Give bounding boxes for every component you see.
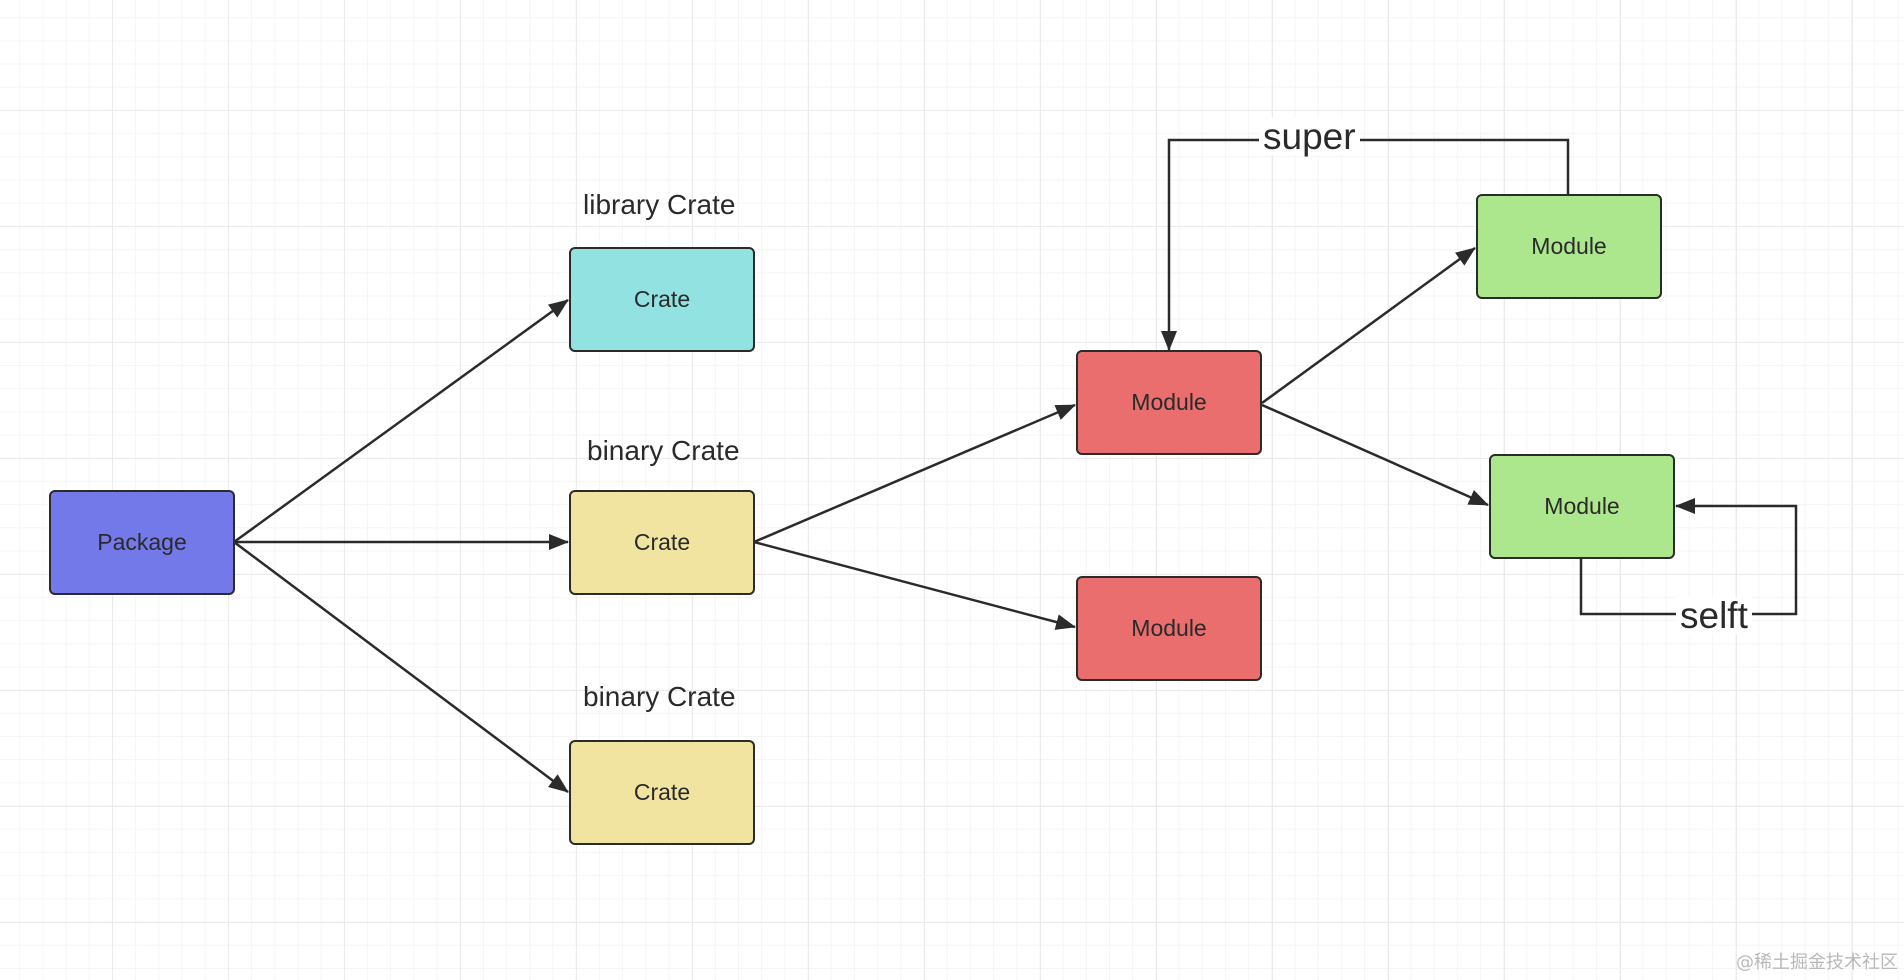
module-node-d[interactable]: Module (1489, 454, 1675, 559)
edge-package-to-library-crate (233, 298, 569, 544)
module-node-c[interactable]: Module (1476, 194, 1662, 299)
edge-module-a-to-module-c (1261, 246, 1476, 405)
binary-crate-label-2: binary Crate (583, 681, 736, 712)
binary-crate-label-1: binary Crate (587, 435, 740, 466)
watermark: @稀土掘金技术社区 (1736, 952, 1898, 973)
edge-self (1579, 498, 1798, 616)
edge-module-a-to-module-d (1261, 403, 1489, 507)
library-crate-node[interactable]: Crate (569, 247, 755, 352)
package-node[interactable]: Package (49, 490, 235, 595)
edge-binary-crate-to-module-b (753, 540, 1076, 630)
edge-package-to-binary-crate-2 (233, 540, 569, 794)
library-crate-label: library Crate (583, 189, 736, 220)
edge-binary-crate-to-module-a (753, 403, 1076, 544)
module-node-a[interactable]: Module (1076, 350, 1262, 455)
super-edge-label: super (1259, 118, 1360, 155)
binary-crate-node-1[interactable]: Crate (569, 490, 755, 595)
edge-super (1161, 138, 1570, 351)
module-node-b[interactable]: Module (1076, 576, 1262, 681)
self-edge-label: selft (1676, 597, 1752, 634)
binary-crate-node-2[interactable]: Crate (569, 740, 755, 845)
